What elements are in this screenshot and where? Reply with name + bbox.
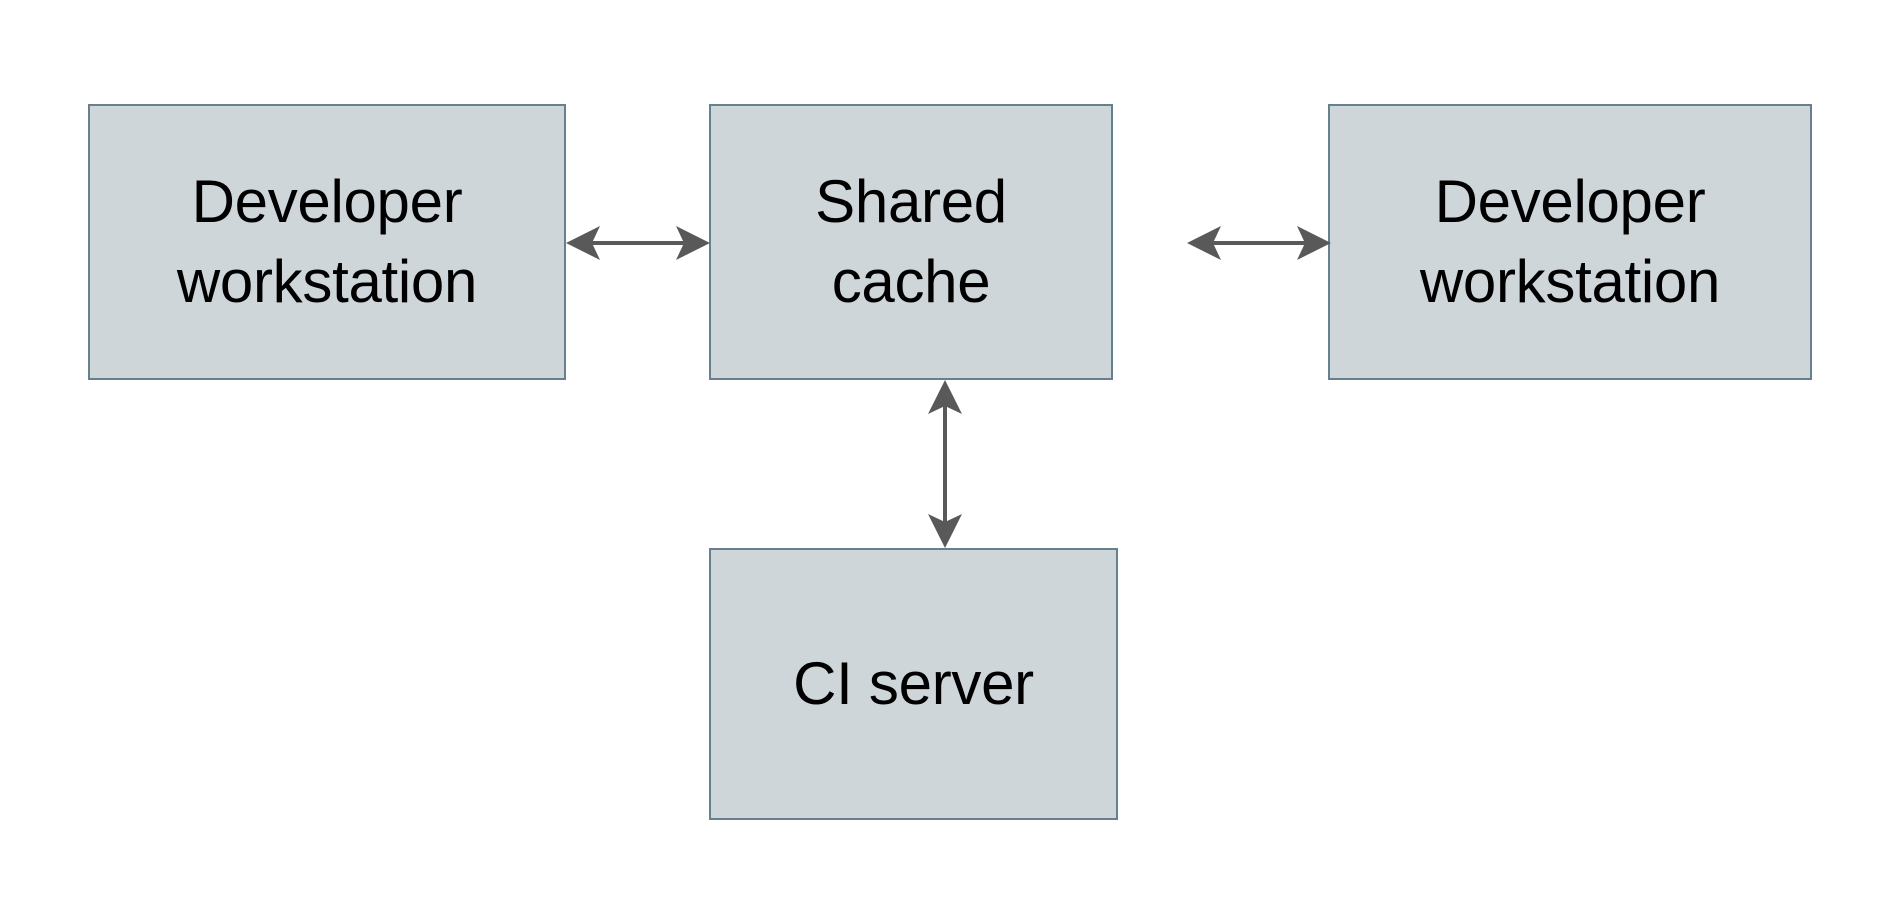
arrowhead-left-icon [566,226,600,260]
node-shared-cache[interactable]: Shared cache [709,104,1113,380]
node-label: CI server [793,650,1034,718]
edge-developer-left-to-shared-cache [566,226,710,260]
node-developer-workstation-right[interactable]: Developer workstation [1328,104,1812,380]
node-developer-workstation-left[interactable]: Developer workstation [88,104,566,380]
node-ci-server[interactable]: CI server [709,548,1118,820]
arrowhead-right-icon [676,226,710,260]
arrowhead-up-icon [928,380,962,414]
edge-shared-cache-to-ci-server [928,380,962,548]
edge-shared-cache-to-developer-right [1187,226,1331,260]
arrowhead-down-icon [928,514,962,548]
arrowhead-right-icon [1297,226,1331,260]
arrowhead-left-icon [1187,226,1221,260]
node-label: Shared cache [815,168,1007,315]
node-label: Developer workstation [1419,168,1721,315]
node-label: Developer workstation [176,168,478,315]
